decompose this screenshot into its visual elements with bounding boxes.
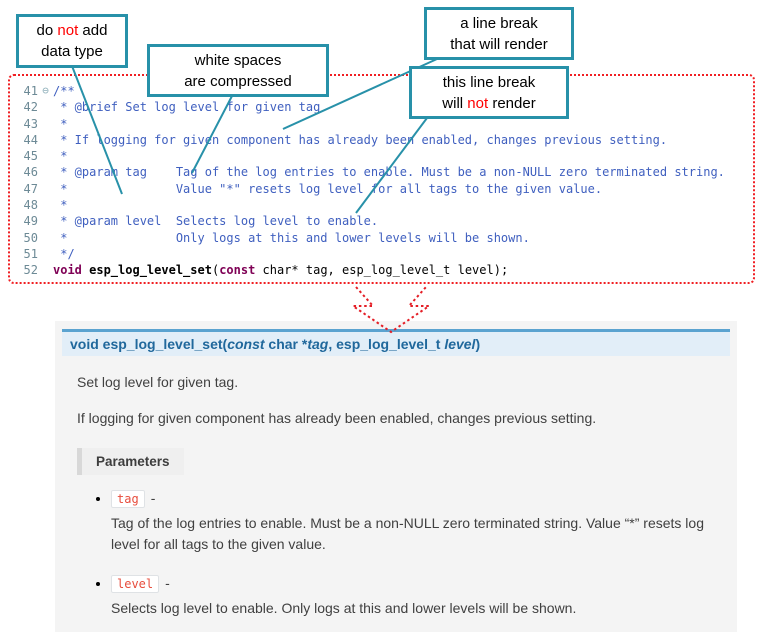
code-line: 42 * @brief Set log level for given tag [14, 99, 753, 115]
sig-arg-tag: tag [307, 336, 329, 352]
code-text: /** [53, 84, 75, 98]
sig-paren: ) [475, 336, 481, 352]
rendered-docs: void esp_log_level_set(const char *tag, … [55, 321, 737, 632]
code-line: 48 * [14, 197, 753, 213]
code-line: 46 * @param tag Tag of the log entries t… [14, 164, 753, 180]
code-line: 43 * [14, 116, 753, 132]
paren: ( [211, 263, 220, 278]
line-number: 44 [23, 132, 38, 147]
param-dash: - [165, 575, 170, 591]
code-text: void esp_log_level_set(const char* tag, … [53, 262, 508, 278]
line-number: 50 [23, 230, 38, 245]
code-text: * Only logs at this and lower levels wil… [53, 230, 530, 245]
line-number: 48 [23, 198, 38, 213]
line-number: 52 [23, 263, 38, 278]
callout-whitespace: white spaces are compressed [147, 44, 329, 97]
fold-column [38, 132, 53, 148]
line-number: 46 [23, 165, 38, 180]
code-line: 49 * @param level Selects log level to e… [14, 213, 753, 229]
fold-column [38, 262, 53, 278]
code-text: * [53, 198, 68, 213]
parameter-list: tag- Tag of the log entries to enable. M… [77, 490, 717, 619]
emphasis-not: not [467, 94, 489, 112]
code-text: * @param tag Tag of the log entries to e… [53, 165, 725, 180]
line-number: 49 [23, 214, 38, 229]
line-number: 41 [23, 84, 38, 98]
code-text: * @brief Set log level for given tag [53, 100, 321, 115]
callout-text: are compressed [184, 72, 292, 90]
sig-paren: ( [222, 336, 228, 352]
code-text: * If logging for given component has alr… [53, 132, 668, 147]
param-desc: Tag of the log entries to enable. Must b… [111, 515, 704, 552]
fold-column [38, 99, 53, 115]
callout-text: a line break [460, 14, 538, 32]
code-line: 50 * Only logs at this and lower levels … [14, 230, 753, 246]
code-text: * Value "*" resets log level for all tag… [53, 181, 603, 196]
fold-column [38, 230, 53, 246]
param-name-chip: tag [111, 490, 145, 508]
fold-column [38, 116, 53, 132]
param-dash: - [150, 490, 156, 506]
keyword-const: const [219, 263, 256, 278]
fold-icon[interactable]: ⊖ [42, 84, 49, 97]
callout-text: will not render [442, 94, 536, 112]
keyword-void: void [53, 263, 90, 278]
callout-break-norender: this line break will not render [409, 66, 569, 119]
detail-paragraph: If logging for given component has alrea… [77, 410, 597, 426]
parameters-heading: Parameters [77, 448, 184, 475]
callout-text: that will render [450, 35, 548, 53]
callout-text: do not add [36, 22, 108, 39]
callout-no-datatype: do not add data type [16, 14, 128, 68]
sig-keyword-const: const [227, 336, 265, 352]
sig-function-name: esp_log_level_set [102, 336, 223, 352]
param-name-chip: level [111, 575, 160, 593]
line-number: 47 [23, 181, 38, 196]
line-number: 51 [23, 246, 38, 261]
sig-type: char * [264, 336, 308, 352]
param-item: tag- Tag of the log entries to enable. M… [111, 490, 717, 555]
emphasis-not: not [57, 22, 79, 39]
line-number: 45 [23, 149, 38, 164]
line-number: 43 [23, 116, 38, 131]
callout-text: white spaces [194, 51, 282, 69]
line-number: 42 [23, 100, 38, 115]
sig-type: , esp_log_level_t [328, 336, 445, 352]
code-text: * [53, 149, 68, 164]
code-text: * @param level Selects log level to enab… [53, 214, 379, 229]
callout-text: this line break [442, 73, 536, 91]
fold-column [38, 181, 53, 197]
param-desc: Selects log level to enable. Only logs a… [111, 600, 577, 616]
function-signature: void esp_log_level_set(const char *tag, … [62, 329, 730, 356]
code-line: 44 * If logging for given component has … [14, 132, 753, 148]
code-line: 51 */ [14, 246, 753, 262]
fold-column [38, 164, 53, 180]
function-args: char* tag, esp_log_level_t level); [255, 263, 509, 278]
callout-break-render: a line break that will render [424, 7, 574, 60]
brief-paragraph: Set log level for given tag. [77, 374, 239, 390]
fold-column [38, 197, 53, 213]
param-item: level- Selects log level to enable. Only… [111, 575, 717, 619]
function-name: esp_log_level_set [89, 263, 212, 278]
code-text: * [53, 116, 68, 131]
code-line: 45 * [14, 148, 753, 164]
code-line: 47 * Value "*" resets log level for all … [14, 181, 753, 197]
callout-text: data type [41, 43, 103, 60]
fold-column [38, 246, 53, 262]
sig-keyword-void: void [70, 336, 103, 352]
fold-column [38, 213, 53, 229]
code-line-function: 52 void esp_log_level_set(const char* ta… [14, 262, 753, 278]
code-editor: 41 ⊖ /** 42 * @brief Set log level for g… [8, 74, 755, 284]
code-text: */ [53, 246, 75, 261]
fold-column [38, 148, 53, 164]
sig-arg-level: level [444, 336, 476, 352]
docs-body: Set log level for given tag. If logging … [55, 372, 737, 619]
code-line: 41 ⊖ /** [14, 83, 753, 99]
